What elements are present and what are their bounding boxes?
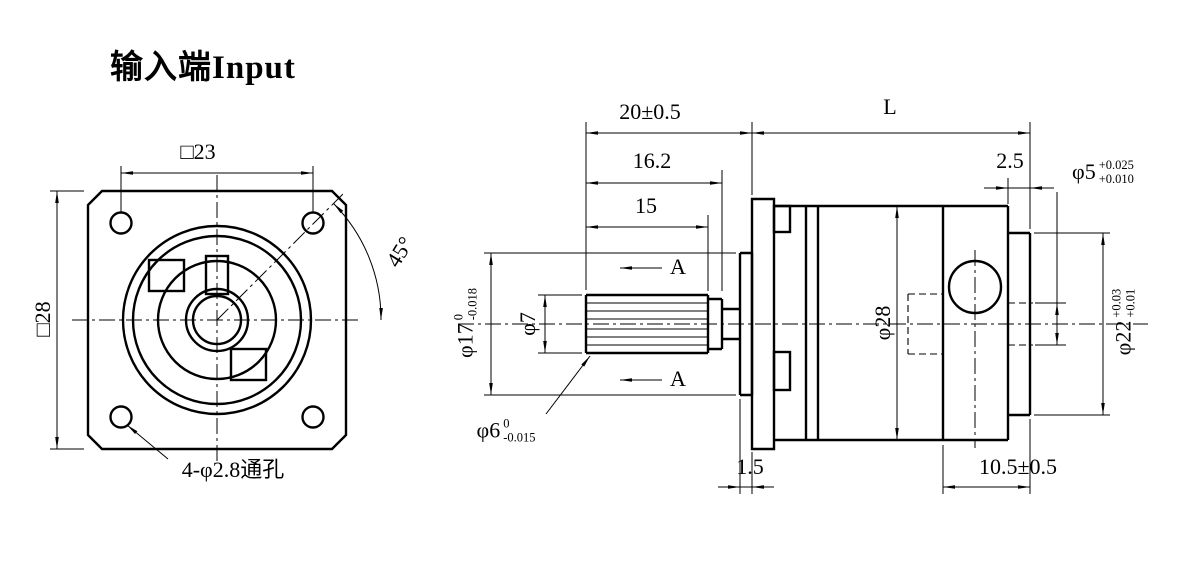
front-view xyxy=(50,166,383,465)
shaft-spline-lines xyxy=(586,302,708,346)
dim-phi22: φ22 +0.03 +0.01 xyxy=(1109,288,1138,356)
dim-20: 20±0.5 xyxy=(619,99,681,124)
side-view-outline xyxy=(584,197,1032,451)
holes-note: 4-φ2.8通孔 xyxy=(181,457,285,482)
section-label-bottom: A xyxy=(670,366,686,391)
dim-phi7: φ7 xyxy=(515,312,540,336)
side-view-centerlines xyxy=(458,250,1148,448)
dim-L: L xyxy=(883,94,897,119)
front-view-dimensions xyxy=(50,166,383,460)
dim-phi5: φ5 +0.025 +0.010 xyxy=(1072,158,1134,187)
dim-square-23: □23 xyxy=(180,139,216,164)
dim-square-28: □28 xyxy=(30,301,55,337)
dim-phi17: φ17 0 -0.018 xyxy=(451,288,480,358)
dim-1-5: 1.5 xyxy=(736,454,764,479)
dim-15: 15 xyxy=(635,193,657,218)
front-view-centerlines xyxy=(72,175,362,465)
view-title: 输入端Input xyxy=(110,50,296,86)
dim-phi6: φ6 0 -0.015 xyxy=(476,416,536,445)
side-view-dimensions xyxy=(484,122,1110,494)
dim-phi28: φ28 xyxy=(870,305,895,341)
dim-10-5: 10.5±0.5 xyxy=(978,454,1058,479)
side-view xyxy=(458,122,1148,494)
dim-2-5: 2.5 xyxy=(996,148,1024,173)
hidden-lines xyxy=(907,293,1033,355)
section-label-top: A xyxy=(670,254,686,279)
dim-16-2: 16.2 xyxy=(632,148,672,173)
